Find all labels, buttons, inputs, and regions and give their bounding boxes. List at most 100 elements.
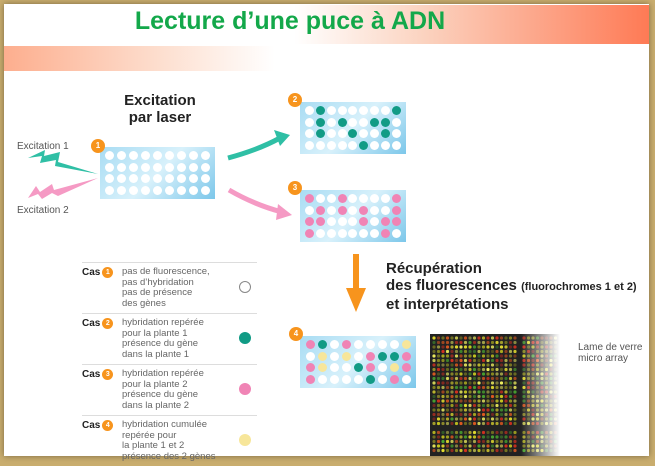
chip-spot [315,117,325,127]
chip-spot [341,340,351,350]
microarray-spot [454,340,459,345]
microarray-spot [477,340,481,345]
microarray-spot [450,421,454,426]
microarray-spot [490,430,495,435]
microarray-spot [472,336,477,340]
microarray-spot [463,372,468,376]
microarray-spot [508,408,513,412]
microarray-spot [522,444,526,448]
microarray-spot [463,421,468,426]
microarray-spot [472,367,477,372]
microarray-spot [486,354,490,358]
microarray-spot [495,345,499,349]
microarray-spot [540,381,544,385]
microarray-spot [522,430,526,435]
microarray-spot [549,363,553,367]
microarray-spot [490,390,495,394]
chip-spot [152,151,162,161]
chip-spot [348,228,358,238]
microarray-spot [477,421,481,426]
microarray-spot [459,448,463,453]
microarray-spot [441,448,445,453]
microarray-spot [508,444,513,448]
microarray-spot [436,381,441,385]
microarray-spot [522,417,526,421]
microarray-spot [459,336,463,340]
microarray-spot [540,367,544,372]
microarray-spot [495,336,499,340]
microarray-spot [553,408,558,412]
microarray-spot [436,340,441,345]
microarray-spot [445,345,450,349]
microarray-spot [499,340,504,345]
microarray-spot [526,399,531,403]
microarray-spot [441,390,445,394]
chip-spot [353,340,363,350]
microarray-spot [495,439,499,444]
chip-spot [305,340,315,350]
microarray-spot [441,417,445,421]
microarray-spot [513,349,517,354]
microarray-spot [463,340,468,345]
chip-spot [392,117,402,127]
microarray-spot [450,412,454,417]
microarray-spot [441,358,445,363]
microarray-spot [445,417,450,421]
microarray-spot [454,448,459,453]
microarray-spot [472,354,477,358]
microarray-spot [540,349,544,354]
microarray-spot [459,390,463,394]
microarray-spot [540,376,544,381]
microarray-spot [445,394,450,399]
microarray-spot [531,421,535,426]
microarray-spot [553,435,558,439]
microarray-spot [531,412,535,417]
chip-spot [370,228,380,238]
microarray-spot [432,412,436,417]
microarray-spot [486,448,490,453]
microarray-spot [508,417,513,421]
microarray-spot [526,385,531,390]
microarray-spot [526,412,531,417]
microarray-spot [459,385,463,390]
microarray-spot [432,385,436,390]
microarray-spot [468,444,472,448]
microarray-spot [508,421,513,426]
microarray-spot [468,448,472,453]
microarray-spot [499,376,504,381]
microarray-spot [441,345,445,349]
microarray-spot [436,363,441,367]
microarray-spot [553,421,558,426]
laser-1-zigzag-icon [28,150,98,174]
microarray-spot [522,421,526,426]
chip-spot [304,129,314,139]
microarray-spot [490,439,495,444]
microarray-spot [459,403,463,408]
chip-spot [304,228,314,238]
microarray-spot [477,394,481,399]
subtitle-band [4,46,649,71]
microarray-spot [513,448,517,453]
microarray-spot [531,376,535,381]
microarray-spot [504,421,508,426]
chip-spot [326,106,336,116]
microarray-spot [468,367,472,372]
microarray-spot [499,336,504,340]
microarray-spot [477,354,481,358]
microarray-spot [432,381,436,385]
microarray-spot [553,399,558,403]
microarray-spot [490,376,495,381]
microarray-spot [459,345,463,349]
microarray-spot [499,363,504,367]
chip-spot [329,374,339,384]
microarray-spot [526,448,531,453]
microarray-spot [553,412,558,417]
microarray-spot [441,444,445,448]
step-badge-3: 3 [288,181,302,195]
microarray-spot [450,390,454,394]
microarray-spot [477,358,481,363]
microarray-spot [522,408,526,412]
microarray-spot [531,372,535,376]
